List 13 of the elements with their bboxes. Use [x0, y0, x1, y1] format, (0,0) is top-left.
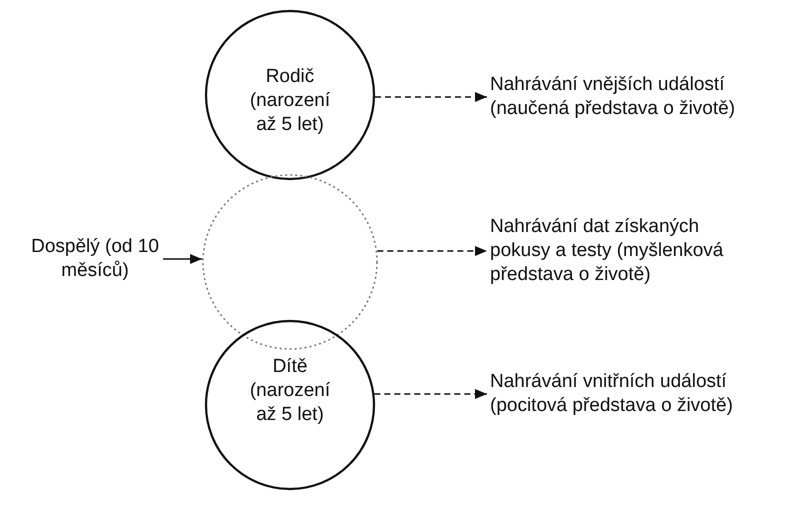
- circle: [205, 320, 375, 490]
- circle: [202, 174, 378, 350]
- text-label: Dospělý (od 10 měsíců): [20, 235, 170, 283]
- arrow: [163, 254, 202, 264]
- circle-label: Dítě (narození až 5 let): [248, 355, 332, 427]
- dashed-arrow: [374, 389, 487, 399]
- text-label: Nahrávání vnějších událostí (naučená představa o životě): [490, 73, 785, 121]
- dashed-arrow: [374, 92, 487, 102]
- text-label: Nahrávání vnitřních událostí (pocitová představa o životě): [490, 370, 785, 418]
- dashed-arrow: [377, 246, 487, 256]
- text-label: Nahrávání dat získaných pokusy a testy (myšlenková představa o životě): [490, 215, 745, 287]
- circle: [205, 10, 375, 180]
- circle-label: Rodič (narození až 5 let): [248, 65, 332, 137]
